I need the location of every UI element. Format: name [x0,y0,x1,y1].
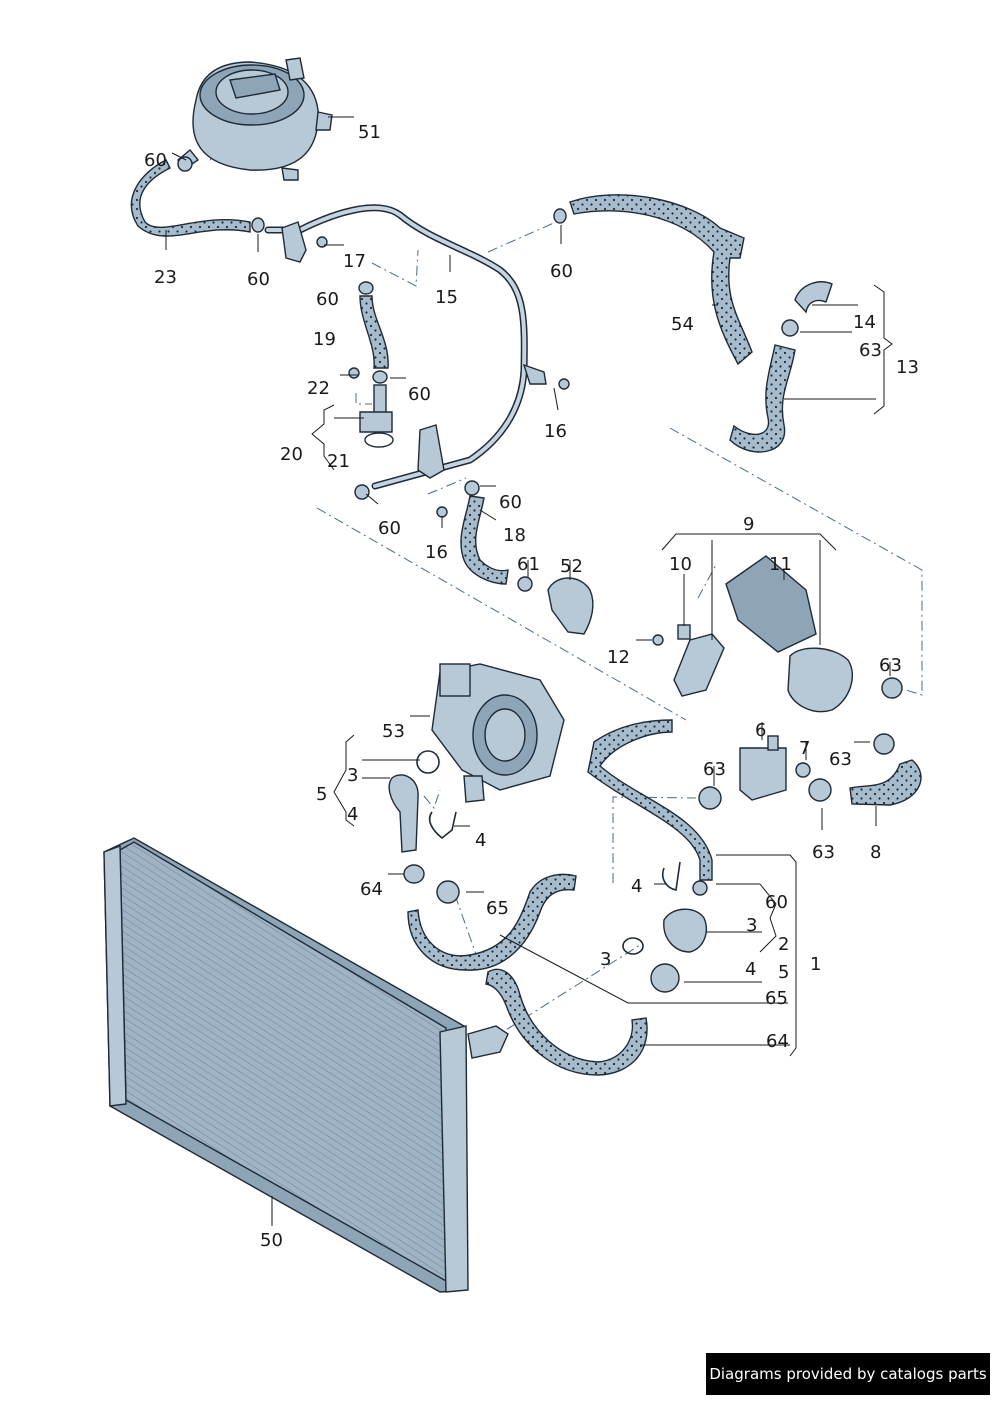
label-12: 12 [607,647,630,668]
label-23: 23 [154,267,177,288]
label-11: 11 [769,554,792,575]
label-60: 60 [765,892,788,913]
hose-18 [460,495,509,585]
label-60: 60 [247,269,270,290]
o-ring-3 [622,937,644,955]
label-60: 60 [550,261,573,282]
part-labels: 51 60 23 60 17 60 15 60 19 54 14 63 13 2… [144,122,919,1251]
clip-4 [428,811,457,840]
connector-20 [359,384,394,448]
label-18: 18 [503,525,526,546]
label-5: 5 [316,784,327,805]
coolant-expansion-tank [176,57,333,181]
hose-65 [407,873,577,971]
hose-8 [849,759,922,806]
thermostat-housing-53 [416,663,565,803]
label-53: 53 [382,721,405,742]
valve-6 [739,735,811,801]
clamps [177,156,903,904]
radiator-50 [103,837,509,1293]
label-20: 20 [280,444,303,465]
hose-19 [359,295,389,369]
label-54: 54 [671,314,694,335]
elbow-5 [388,774,419,853]
label-63: 63 [703,759,726,780]
label-60: 60 [499,492,522,513]
label-16: 16 [425,542,448,563]
label-6: 6 [755,720,766,741]
label-64: 64 [360,879,383,900]
label-4: 4 [475,830,486,851]
label-60: 60 [316,289,339,310]
label-15: 15 [435,287,458,308]
label-9: 9 [743,514,754,535]
label-3: 3 [600,949,611,970]
label-3: 3 [347,765,358,786]
label-63: 63 [829,749,852,770]
label-2: 2 [778,934,789,955]
label-3: 3 [746,915,757,936]
hose-64 [485,968,648,1076]
sensor-52 [547,577,594,635]
hose-1 [587,719,713,881]
label-51: 51 [358,122,381,143]
hose-54 [569,194,753,366]
credit-banner: Diagrams provided by catalogs parts [706,1353,990,1395]
label-5: 5 [778,962,789,983]
label-8: 8 [870,842,881,863]
label-52: 52 [560,556,583,577]
flange-2 [663,908,708,953]
label-19: 19 [313,329,336,350]
leader-lines [165,116,893,1226]
label-64: 64 [766,1031,789,1052]
label-63: 63 [879,655,902,676]
label-63: 63 [812,842,835,863]
label-10: 10 [669,554,692,575]
elbow-14 [794,281,833,314]
label-16: 16 [544,421,567,442]
label-1: 1 [810,954,821,975]
label-4: 4 [745,959,756,980]
label-50: 50 [260,1230,283,1251]
label-4: 4 [631,876,642,897]
coolant-pipe-15 [264,204,547,490]
hose-23 [130,159,251,237]
label-60: 60 [144,150,167,171]
label-13: 13 [896,357,919,378]
label-63: 63 [859,340,882,361]
label-4: 4 [347,804,358,825]
auxiliary-pump-9 [673,555,853,713]
label-61: 61 [517,554,540,575]
clip-4b [661,861,681,891]
label-60: 60 [408,384,431,405]
label-65: 65 [765,988,788,1009]
label-60: 60 [378,518,401,539]
label-7: 7 [799,738,810,759]
clamp-65 [650,963,680,993]
label-14: 14 [853,312,876,333]
label-21: 21 [327,451,350,472]
label-17: 17 [343,251,366,272]
hose-13 [729,344,796,453]
label-22: 22 [307,378,330,399]
label-65: 65 [486,898,509,919]
